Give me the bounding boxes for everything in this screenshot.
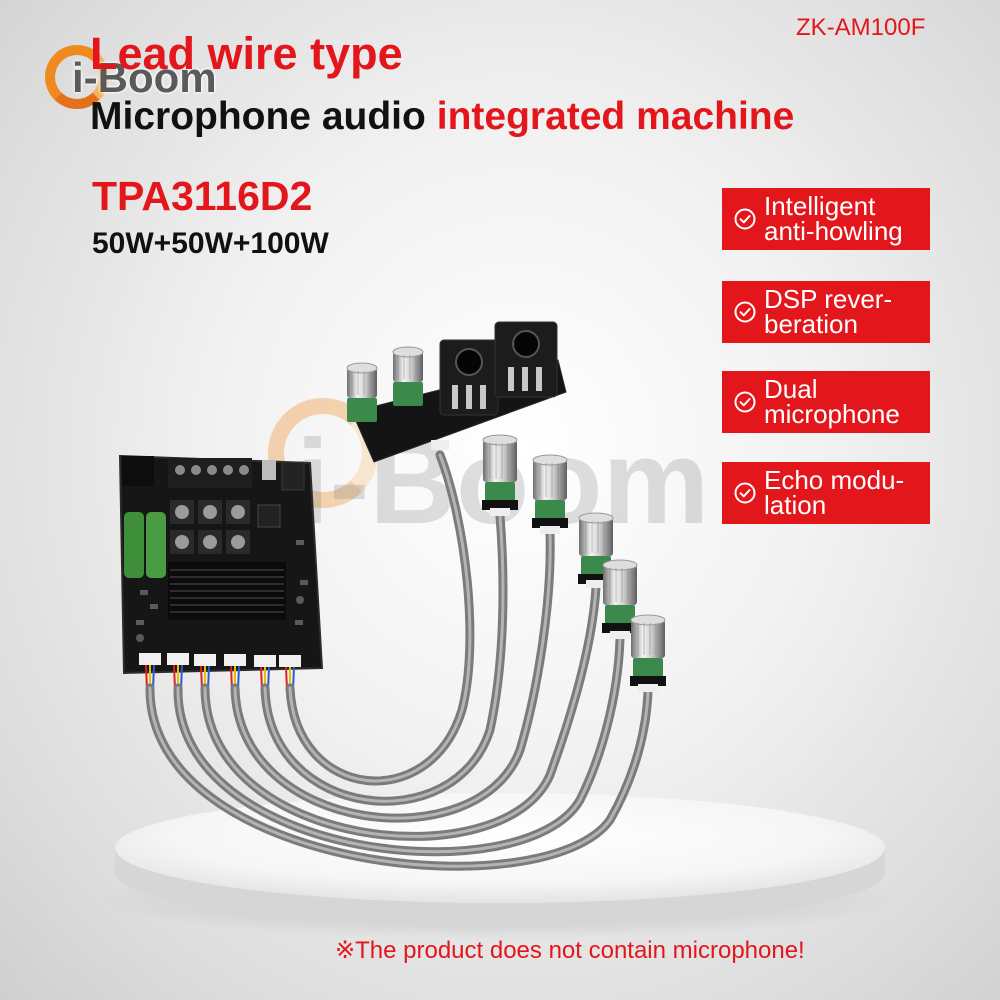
feature-label-line: lation: [764, 490, 827, 520]
pedestal-shadow: [100, 860, 900, 940]
bottom-connectors: [139, 653, 301, 667]
feature-label-line: microphone: [764, 399, 900, 429]
colored-wires: [145, 664, 295, 691]
cable: [173, 634, 625, 857]
headline-line2-red: integrated machine: [436, 95, 795, 138]
watermark-text: i-Boom: [296, 415, 710, 549]
feature-label-line: DSP rever-: [764, 284, 893, 314]
feature-badge-dsp-reverberation: DSP rever- beration: [722, 281, 930, 343]
power-rating: 50W+50W+100W: [92, 227, 329, 260]
feature-label-line: Intelligent: [764, 191, 876, 221]
check-circle-icon: [734, 208, 756, 230]
feature-label-line: Echo modu-: [764, 465, 905, 495]
brand-logo-icon: [45, 45, 109, 109]
feature-badge-dual-microphone: Dual microphone: [722, 371, 930, 433]
dc-jack: [122, 456, 154, 486]
disclaimer-note: ※The product does not contain microphone…: [335, 937, 805, 964]
capacitor: [124, 512, 144, 578]
cable: [230, 529, 555, 823]
terminal-screws: [175, 465, 249, 475]
model-number: ZK-AM100F: [796, 14, 926, 41]
feature-label: Echo modu- lation: [764, 465, 905, 520]
chip-ic: [257, 504, 281, 528]
microphone-jack: [494, 321, 558, 398]
check-circle-icon: [734, 391, 756, 413]
cable: [145, 683, 653, 871]
brand-logo-text: i-Boom: [72, 54, 217, 101]
knob-module: [630, 614, 666, 692]
check-circle-icon: [734, 482, 756, 504]
pedestal-side: [115, 848, 885, 927]
cable: [260, 511, 508, 806]
chip-model: TPA3116D2: [92, 173, 313, 219]
knob-module: [602, 559, 638, 639]
feature-label-line: beration: [764, 309, 858, 339]
feature-badge-echo-modulation: Echo modu- lation: [722, 462, 930, 524]
pedestal-top: [115, 793, 885, 903]
feature-label: Intelligent anti-howling: [764, 191, 903, 246]
capacitor: [146, 512, 166, 578]
feature-label: Dual microphone: [764, 374, 900, 429]
inductors: [170, 500, 250, 554]
headline-line2-dark: Microphone audio: [90, 95, 426, 138]
smd-components: [136, 540, 308, 642]
feature-label-line: anti-howling: [764, 216, 903, 246]
heatsink: [168, 562, 286, 620]
feature-badge-anti-howling: Intelligent anti-howling: [722, 188, 930, 250]
feature-label-line: Dual: [764, 374, 818, 404]
headline-line1: Lead wire type: [90, 28, 403, 79]
pedestal: [100, 793, 900, 940]
cable: [200, 583, 601, 841]
terminal-block: [168, 458, 252, 488]
feature-label: DSP rever- beration: [764, 284, 893, 339]
microphone-jack: [439, 339, 499, 416]
knob-module: [392, 346, 424, 406]
check-circle-icon: [734, 301, 756, 323]
